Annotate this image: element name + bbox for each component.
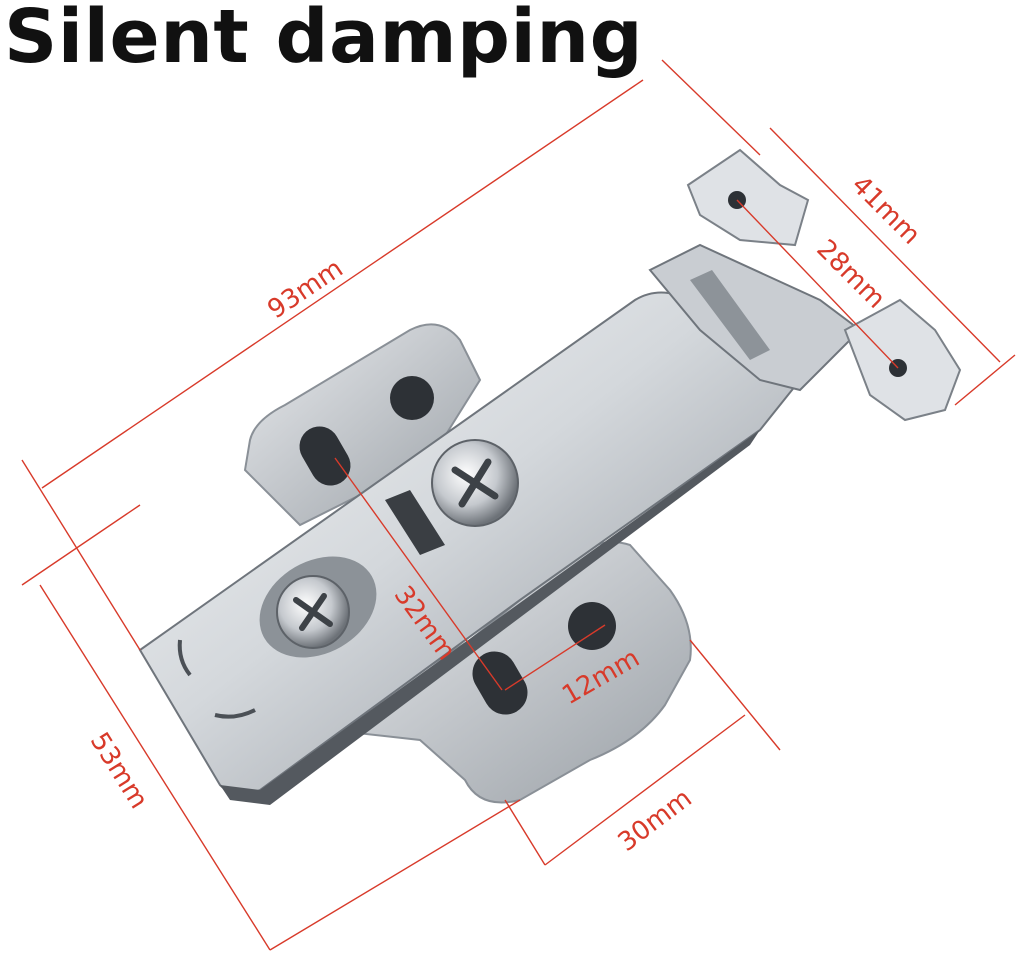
screw-upper (431, 439, 519, 527)
dim-ext-53mm-top (21, 504, 141, 586)
dim-ext-93mm-right (661, 59, 761, 156)
page-title: Silent damping (4, 0, 644, 80)
dim-line-93mm (41, 79, 644, 489)
mount-tab-top (686, 148, 810, 247)
label-41mm: 41mm (845, 170, 925, 250)
dim-ext-93mm-left (21, 459, 141, 651)
mounting-plate-upper (243, 323, 482, 527)
arm-notch (385, 490, 445, 555)
dim-ext-30mm-left (504, 799, 546, 866)
label-30mm: 30mm (613, 783, 698, 857)
dim-line-32mm (334, 457, 503, 691)
dim-ext-41mm-right (954, 354, 1016, 406)
plate-hole-lower (568, 602, 616, 650)
screw-lower (259, 556, 377, 658)
arm-mark-upper (177, 639, 192, 677)
dimension-lines (21, 59, 1016, 951)
dim-ext-53mm-bottom (269, 799, 521, 951)
dim-line-41mm (769, 127, 1001, 363)
label-53mm: 53mm (84, 727, 154, 814)
hinge-spring (690, 270, 770, 360)
mount-tab-bottom (843, 298, 962, 422)
dim-line-28mm (736, 199, 899, 369)
dim-line-53mm (39, 584, 271, 951)
plate-slot-upper (299, 426, 351, 486)
dim-line-12mm (504, 624, 606, 691)
arm-mark-lower (214, 708, 256, 719)
dim-line-30mm (544, 714, 746, 866)
dim-ext-30mm-right (689, 639, 781, 751)
plate-hole-upper (390, 376, 434, 420)
